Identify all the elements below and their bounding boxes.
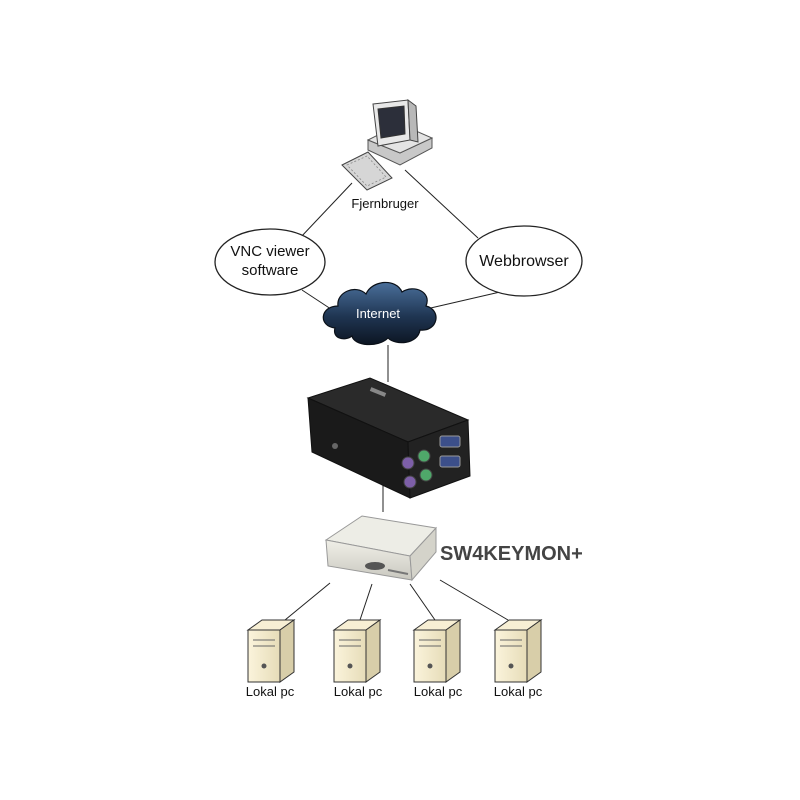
tower-pc-icon	[332, 619, 382, 683]
remote-user-label: Fjernbruger	[351, 196, 419, 211]
local-pc-label: Lokal pc	[246, 684, 295, 699]
line-switch-pc3	[409, 583, 436, 621]
tower-pc-icon	[246, 619, 296, 683]
cloud-icon: Internet	[322, 281, 437, 346]
line-browser-cloud	[421, 291, 501, 311]
internet-label: Internet	[356, 306, 400, 321]
switch-label: SW4KEYMON+	[440, 543, 583, 565]
vnc-viewer-label-line2: software	[242, 262, 299, 279]
line-switch-pc2	[359, 583, 373, 621]
tower-pc-icon	[493, 619, 543, 683]
vnc-viewer-node: VNC viewer software	[214, 228, 326, 296]
line-user-vnc	[299, 182, 353, 239]
local-pcs: Lokal pc Lokal pc Lokal pc Lokal pc	[246, 619, 543, 699]
local-pc-label: Lokal pc	[334, 684, 383, 699]
line-switch-pc4	[439, 579, 509, 621]
kvm-switch-icon	[324, 515, 438, 582]
line-user-browser	[404, 169, 479, 239]
webbrowser-node: Webbrowser	[465, 225, 583, 297]
desktop-computer-icon	[341, 98, 434, 191]
vnc-viewer-label-line1: VNC viewer	[230, 243, 309, 260]
local-pc-label: Lokal pc	[494, 684, 543, 699]
kvm-over-ip-device-icon	[306, 377, 471, 499]
tower-pc-icon	[412, 619, 462, 683]
line-switch-pc1	[284, 582, 331, 621]
local-pc-label: Lokal pc	[414, 684, 463, 699]
webbrowser-label: Webbrowser	[479, 253, 569, 270]
